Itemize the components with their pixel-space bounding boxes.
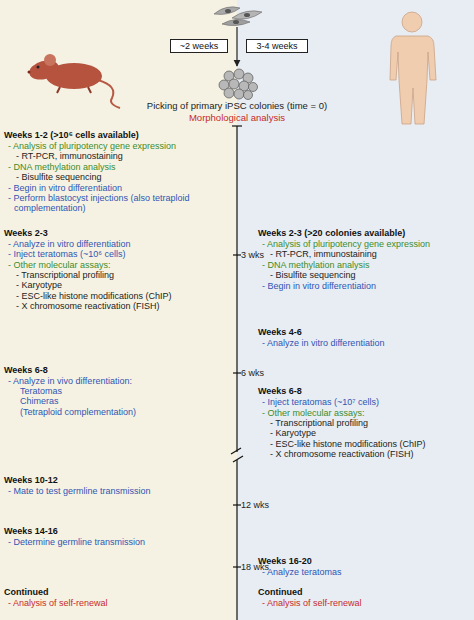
period-heading: Continued	[4, 587, 238, 597]
human-figure	[390, 12, 436, 124]
time-tick-label: 6 wks	[241, 368, 474, 378]
assay-item: - Other molecular assays:	[8, 260, 238, 270]
period-heading: Weeks 10-12	[4, 475, 238, 485]
assay-item: - Analysis of pluripotency gene expressi…	[8, 141, 238, 151]
assay-item: - Other molecular assays:	[262, 408, 474, 418]
assay-item: - DNA methylation analysis	[262, 260, 474, 270]
time-tick-label: 3 wks	[241, 250, 474, 260]
assay-item: - Transcriptional profiling	[270, 418, 474, 428]
period-heading: Weeks 1-2 (>10⁶ cells available)	[4, 130, 238, 140]
period-heading: Weeks 16-20	[258, 556, 474, 566]
time-tick-label: 18 wks	[241, 562, 474, 572]
mouse-panel	[0, 0, 237, 620]
duration-text: 3-4 weeks	[256, 41, 297, 51]
period-heading: Weeks 6-8	[4, 365, 238, 375]
period-heading: Weeks 4-6	[258, 327, 474, 337]
period-heading: Weeks 2-3 (>20 colonies available)	[258, 228, 474, 238]
assay-item: Teratomas	[20, 386, 238, 396]
assay-item: - Karyotype	[16, 280, 238, 290]
period-heading: Weeks 6-8	[258, 386, 474, 396]
assay-item: - Analysis of pluripotency gene expressi…	[262, 239, 474, 249]
assay-item: - Karyotype	[270, 428, 474, 438]
self-renewal-note: - Analysis of self-renewal	[262, 598, 474, 608]
assay-item: - Analyze teratomas	[262, 567, 474, 577]
human-panel	[237, 0, 474, 620]
mouse-illustration	[27, 54, 120, 108]
assay-item: - Inject teratomas (~10⁷ cells)	[262, 397, 474, 407]
assay-item: - Analyze in vitro differentiation	[8, 239, 238, 249]
assay-item: - Analyze in vivo differentiation:	[8, 376, 238, 386]
period-heading: Weeks 2-3	[4, 228, 238, 238]
assay-item: - Transcriptional profiling	[16, 270, 238, 280]
period-heading: Weeks 14-16	[4, 526, 238, 536]
assay-item: - Inject teratomas (~10⁶ cells)	[8, 249, 238, 259]
assay-item: (Tetraploid complementation)	[20, 407, 238, 417]
step-caption: Picking of primary iPSC colonies (time =…	[0, 101, 474, 111]
assay-item: - Determine germline transmission	[8, 537, 238, 547]
assay-item: - RT-PCR, immunostaining	[16, 151, 238, 161]
assay-item: - ESC-like histone modifications (ChIP)	[16, 291, 238, 301]
assay-item: - X chromosome reactivation (FISH)	[16, 301, 238, 311]
assay-item: - Analyze in vitro differentiation	[262, 338, 474, 348]
period-heading: Continued	[258, 587, 474, 597]
assay-item: - Mate to test germline transmission	[8, 486, 238, 496]
assay-item: - Begin in vitro differentiation	[8, 183, 238, 193]
assay-item: - ESC-like histone modifications (ChIP)	[270, 439, 474, 449]
assay-item: - RT-PCR, immunostaining	[270, 249, 474, 259]
assay-item: Chimeras	[20, 396, 238, 406]
ipsc-colony	[219, 69, 258, 100]
assay-item: - X chromosome reactivation (FISH)	[270, 449, 474, 459]
duration-box: 3-4 weeks	[246, 39, 308, 53]
assay-item: - DNA methylation analysis	[8, 162, 238, 172]
self-renewal-note: Morphological analysis	[0, 113, 474, 123]
duration-box: ~2 weeks	[170, 39, 228, 53]
reprogramming-arrow	[236, 27, 237, 66]
fibroblast-cells	[214, 7, 262, 26]
self-renewal-note: - Analysis of self-renewal	[8, 598, 238, 608]
assay-item: - Begin in vitro differentiation	[262, 281, 474, 291]
assay-item: - Bisulfite sequencing	[16, 172, 238, 182]
duration-text: ~2 weeks	[180, 41, 218, 51]
assay-item: - Bisulfite sequencing	[270, 270, 474, 280]
assay-item: - Perform blastocyst injections (also te…	[8, 193, 238, 213]
time-tick-label: 12 wks	[241, 500, 474, 510]
